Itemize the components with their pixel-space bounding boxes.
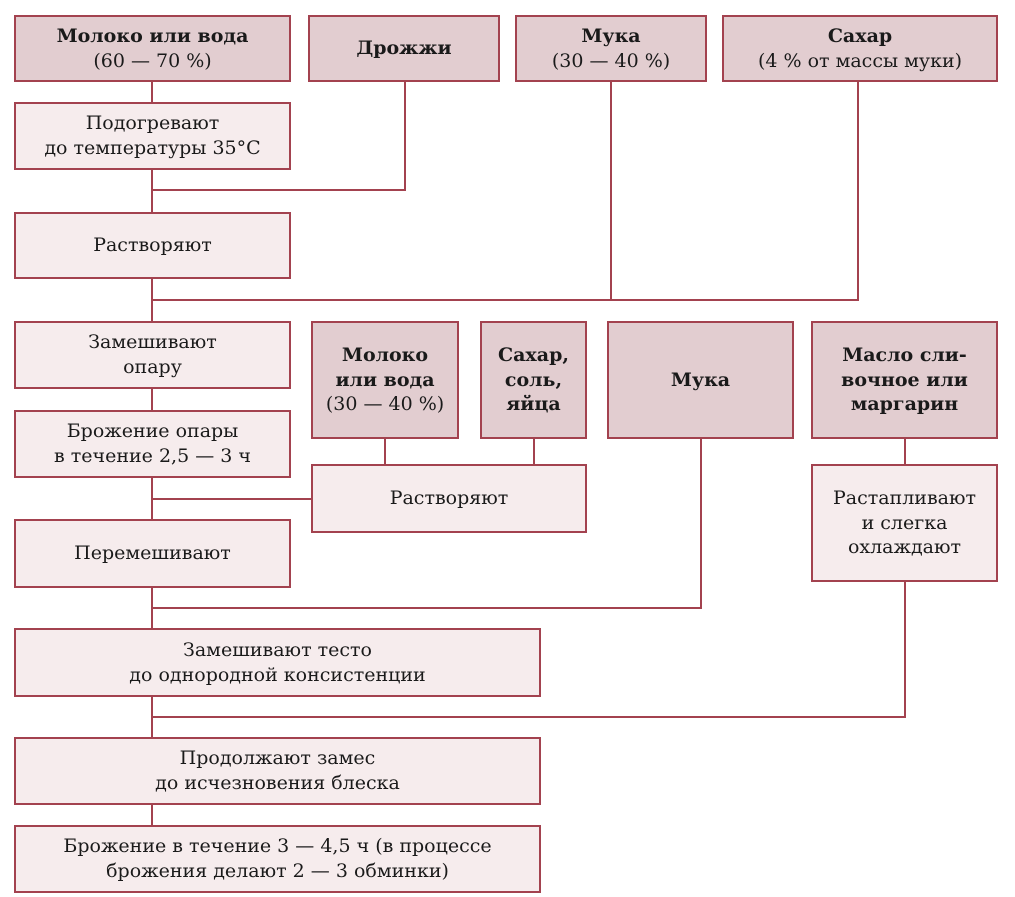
step-continue-kneading-box: Продолжают замес до исчезновения блеска bbox=[14, 737, 541, 805]
ingredient-name: Дрожжи bbox=[356, 37, 452, 60]
step-text: Перемешивают bbox=[74, 542, 231, 565]
ingredient-name: маргарин bbox=[850, 393, 959, 416]
connector bbox=[151, 189, 406, 191]
connector bbox=[151, 388, 153, 412]
ingredient-name: Масло сли- bbox=[842, 343, 967, 366]
ingredient-name: соль, bbox=[504, 368, 563, 391]
step-heat-box: Подогревают до температуры 35°С bbox=[14, 102, 291, 170]
step-text: Замешивают bbox=[88, 331, 217, 354]
ingredient-milk-water-box: Молоко или вода (60 — 70 %) bbox=[14, 15, 291, 82]
ingredient-amount: (4 % от массы муки) bbox=[757, 49, 963, 72]
ingredient-name: Молоко или вода bbox=[56, 24, 249, 47]
connector bbox=[700, 438, 702, 609]
step-text: опару bbox=[123, 356, 182, 378]
step-dissolve-box: Растворяют bbox=[14, 212, 291, 279]
connector bbox=[857, 80, 859, 301]
ingredient-sugar-salt-eggs-box: Сахар, соль, яйца bbox=[480, 321, 587, 439]
ingredient-name: Сахар, bbox=[498, 343, 569, 366]
step-dissolve-2-box: Растворяют bbox=[311, 464, 587, 533]
ingredient-name: вочное или bbox=[841, 368, 968, 391]
ingredient-butter-box: Масло сли- вочное или маргарин bbox=[811, 321, 998, 439]
ingredient-name: Сахар bbox=[827, 24, 893, 47]
step-text: Растворяют bbox=[93, 234, 212, 257]
ingredient-name: Мука bbox=[670, 368, 731, 391]
step-text: охлаждают bbox=[847, 536, 962, 559]
connector bbox=[151, 80, 153, 104]
step-text: Подогревают bbox=[85, 112, 220, 135]
step-text: Брожение опары bbox=[66, 420, 239, 443]
step-text: Растворяют bbox=[389, 487, 509, 510]
ingredient-amount: (60 — 70 %) bbox=[93, 49, 212, 72]
connector bbox=[151, 169, 153, 214]
connector bbox=[151, 804, 153, 827]
connector bbox=[533, 438, 535, 466]
step-text: Брожение в течение 3 — 4,5 ч (в процессе bbox=[63, 835, 492, 858]
step-mix-box: Перемешивают bbox=[14, 519, 291, 588]
step-text: и слегка bbox=[861, 511, 948, 534]
step-ferment-sponge-box: Брожение опары в течение 2,5 — 3 ч bbox=[14, 410, 291, 478]
step-text: до однородной консистенции bbox=[129, 663, 426, 686]
connector bbox=[404, 80, 406, 191]
connector bbox=[610, 80, 612, 301]
step-knead-sponge-box: Замешивают опару bbox=[14, 321, 291, 389]
step-text: Продолжают замес bbox=[179, 747, 376, 770]
connector bbox=[904, 581, 906, 718]
step-melt-box: Растапливают и слегка охлаждают bbox=[811, 464, 998, 582]
ingredient-name: или вода bbox=[335, 368, 435, 391]
ingredient-amount: (30 — 40 %) bbox=[325, 393, 445, 416]
connector bbox=[151, 299, 859, 301]
step-text: до исчезновения блеска bbox=[155, 772, 400, 794]
ingredient-name: Молоко bbox=[341, 343, 429, 366]
step-text: брожения делают 2 — 3 обминки) bbox=[106, 860, 449, 882]
step-text: Замешивают тесто bbox=[183, 638, 372, 661]
ingredient-yeast-box: Дрожжи bbox=[308, 15, 500, 82]
connector bbox=[151, 716, 906, 718]
ingredient-flour-box: Мука (30 — 40 %) bbox=[515, 15, 707, 82]
ingredient-name: яйца bbox=[506, 393, 561, 416]
connector bbox=[151, 478, 153, 531]
ingredient-name: Мука bbox=[581, 24, 641, 47]
step-ferment-dough-box: Брожение в течение 3 — 4,5 ч (в процессе… bbox=[14, 825, 541, 893]
ingredient-sugar-box: Сахар (4 % от массы муки) bbox=[722, 15, 998, 82]
step-text: до температуры 35°С bbox=[44, 137, 261, 159]
ingredient-flour-2-box: Мука bbox=[607, 321, 794, 439]
connector bbox=[384, 438, 386, 466]
connector bbox=[904, 438, 906, 466]
step-knead-dough-box: Замешивают тесто до однородной консистен… bbox=[14, 628, 541, 697]
step-text: в течение 2,5 — 3 ч bbox=[54, 445, 251, 467]
connector bbox=[151, 498, 313, 500]
ingredient-milk-water-2-box: Молоко или вода (30 — 40 %) bbox=[311, 321, 459, 439]
ingredient-amount: (30 — 40 %) bbox=[551, 49, 671, 72]
connector bbox=[151, 607, 702, 609]
step-text: Растапливают bbox=[832, 486, 977, 509]
